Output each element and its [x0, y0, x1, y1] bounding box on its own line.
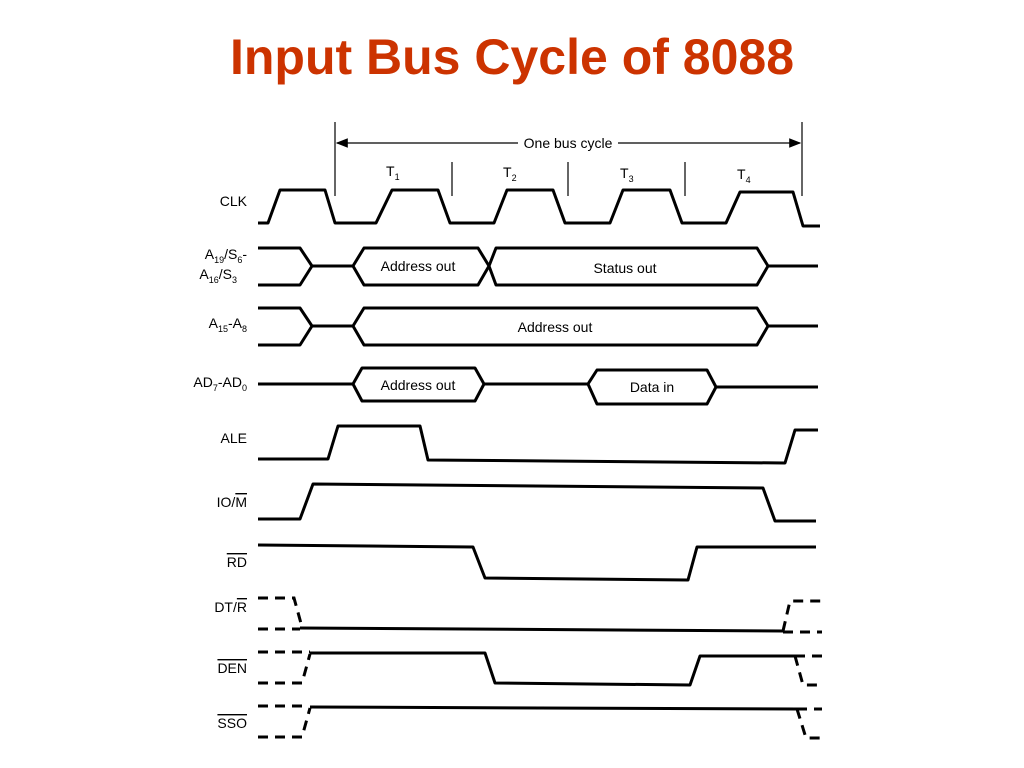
den-next-low: [793, 655, 822, 687]
signal-label-ad7-ad0: AD7-AD0: [193, 374, 247, 393]
signal-label-io-m: IO/M: [217, 494, 247, 510]
signal-label-a19-s6: A19/S6-: [205, 246, 248, 265]
dt-r-waveform: [258, 596, 822, 634]
den-main: [310, 651, 795, 687]
signal-label-den: DEN: [217, 660, 247, 676]
ale-waveform: [258, 424, 818, 465]
den-prev-low: [258, 653, 312, 685]
t-state-label-4: T4: [737, 166, 751, 185]
ad-data-label: Data in: [630, 379, 674, 395]
sso-prev-low: [258, 707, 312, 739]
dt-r-low-level: [299, 626, 784, 633]
a15-address-label: Address out: [518, 319, 593, 335]
a15-prev-bus: [258, 306, 314, 347]
signal-label-a15-a8: A15-A8: [209, 315, 247, 334]
sso-high-level: [309, 705, 798, 711]
dt-r-next-high: [781, 599, 822, 632]
signal-label-a16-s3: A16/S3: [199, 266, 237, 285]
signal-label-rd: RD: [227, 554, 247, 570]
signal-label-sso: SSO: [217, 715, 247, 731]
bus-cycle-indicator: One bus cycle: [334, 122, 803, 196]
t-state-label-1: T1: [386, 163, 400, 182]
clk-waveform: [258, 188, 820, 228]
rd-waveform: [257, 543, 816, 582]
dt-r-prev-high: [258, 596, 304, 628]
signal-label-dt-r: DT/R: [214, 599, 247, 615]
sso-next-low: [795, 708, 822, 740]
sso-waveform: [258, 704, 822, 740]
t-state-label-3: T3: [620, 165, 634, 184]
signal-label-clk: CLK: [220, 193, 248, 209]
page-title: Input Bus Cycle of 8088: [229, 29, 795, 85]
io-m-waveform: [258, 482, 816, 523]
signal-label-ale: ALE: [221, 430, 247, 446]
den-waveform: [258, 650, 822, 687]
t-state-label-2: T2: [503, 164, 517, 183]
a19-a16-waveform: [258, 246, 818, 287]
a15-a8-waveform: [258, 306, 818, 347]
ad7-ad0-waveform: [258, 366, 818, 406]
a19-prev-bus: [258, 246, 314, 287]
a19-address-label: Address out: [381, 258, 456, 274]
a19-status-label: Status out: [593, 260, 656, 276]
t-state-dividers: [451, 162, 686, 196]
bus-cycle-label: One bus cycle: [524, 135, 613, 151]
ad-address-label: Address out: [381, 377, 456, 393]
